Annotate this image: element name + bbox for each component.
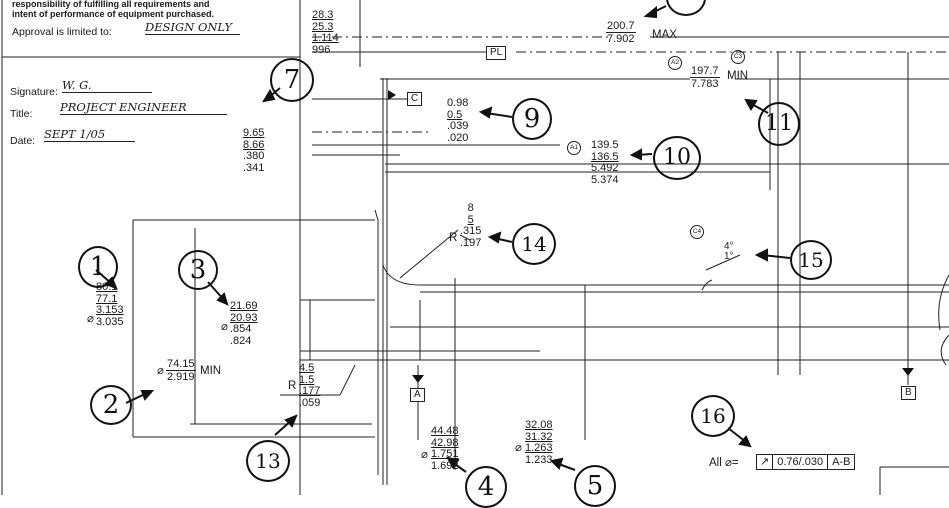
dim-9-stack: 0.98 0.5 .039 .020 — [447, 97, 469, 144]
runout-symbol: ↗ — [757, 455, 774, 469]
dim-2-prefix: ⌀ — [157, 365, 164, 377]
dim-1-prefix: ⌀ — [87, 313, 94, 325]
dim-200-suffix: MAX — [652, 29, 677, 41]
zone-a1-marker: A1 — [567, 141, 581, 155]
dim-16-prefix: All ⌀= — [709, 457, 739, 469]
approval-header-line1: responsibility of fulfilling all require… — [12, 0, 210, 9]
dim-197-suffix: MIN — [727, 70, 749, 82]
runout-tolerance: 0.76/.030 — [773, 455, 829, 469]
date-label: Date: — [10, 135, 36, 147]
approval-limited-value: DESIGN ONLY — [145, 21, 240, 35]
dim-200-fraction: 200.7 7.902 — [606, 20, 636, 45]
dim-14-prefix: R — [449, 232, 458, 244]
dim-13-prefix: R — [288, 380, 297, 392]
feature-control-frame: ↗ 0.76/.030 A-B — [756, 454, 856, 470]
zone-c4-marker: C4 — [690, 225, 704, 239]
dim-2-suffix: MIN — [200, 365, 222, 377]
balloon-5: 5 — [574, 465, 616, 507]
dim-10-stack: 139.5 136.5 5.492 5.374 — [591, 139, 619, 186]
balloon-10: 10 — [653, 136, 701, 180]
date-value: SEPT 1/05 — [44, 128, 136, 142]
balloon-3: 3 — [178, 250, 218, 290]
datum-pl-box: PL — [486, 46, 507, 60]
balloon-16: 16 — [691, 395, 735, 437]
dim-4-prefix: ⌀ — [421, 449, 428, 461]
dim-197-fraction: 197.7 7.783 — [690, 65, 720, 90]
balloon-14: 14 — [512, 223, 556, 265]
dim-5-prefix: ⌀ — [515, 442, 522, 454]
dim-15-stack: 4° 1° — [724, 241, 734, 262]
dim-7-stack: 9.65 8.66 .380 .341 — [243, 127, 265, 174]
balloon-7: 7 — [270, 58, 314, 102]
balloon-15: 15 — [790, 240, 832, 280]
title-value: PROJECT ENGINEER — [60, 101, 227, 115]
datum-b-box: B — [901, 386, 916, 400]
balloon-1: 1 — [78, 246, 118, 288]
approval-limited-label: Approval is limited to: — [12, 26, 112, 38]
zone-a2-marker: A2 — [668, 56, 682, 70]
dim-13-stack: 4.5 1.5 .177 .059 — [299, 362, 321, 409]
dim-3-prefix: ⌀ — [221, 321, 228, 333]
dim-top-stack: 28.3 25.3 1.114 996 — [312, 9, 339, 56]
dim-2-fraction: 74.15 2.919 — [166, 358, 196, 383]
datum-c-box: C — [407, 92, 423, 106]
datum-a-box: A — [410, 388, 425, 402]
balloon-9: 9 — [512, 98, 552, 140]
runout-datum: A-B — [832, 456, 851, 468]
balloon-11: 11 — [758, 102, 800, 146]
dim-1-stack: 80.1 77.1 3.153 3.035 — [96, 281, 124, 328]
title-label: Title: — [10, 108, 33, 120]
balloon-4: 4 — [465, 466, 507, 508]
balloon-13: 13 — [246, 440, 290, 482]
approval-header-line2: intent of performance of equipment purch… — [12, 9, 215, 19]
dim-14-stack: 8 5 .315 .197 — [460, 202, 482, 249]
dim-4-stack: 44.48 42.98 1.751 1.692 — [431, 425, 459, 472]
dim-3-stack: 21.69 20.93 .854 .824 — [230, 300, 258, 347]
signature-label: Signature: — [10, 86, 58, 98]
zone-c3-marker: C3 — [731, 50, 745, 64]
balloon-2: 2 — [90, 385, 132, 425]
dim-5-stack: 32.08 31.32 1.263 1.233 — [525, 419, 553, 466]
signature-value: W. G. — [62, 79, 152, 93]
